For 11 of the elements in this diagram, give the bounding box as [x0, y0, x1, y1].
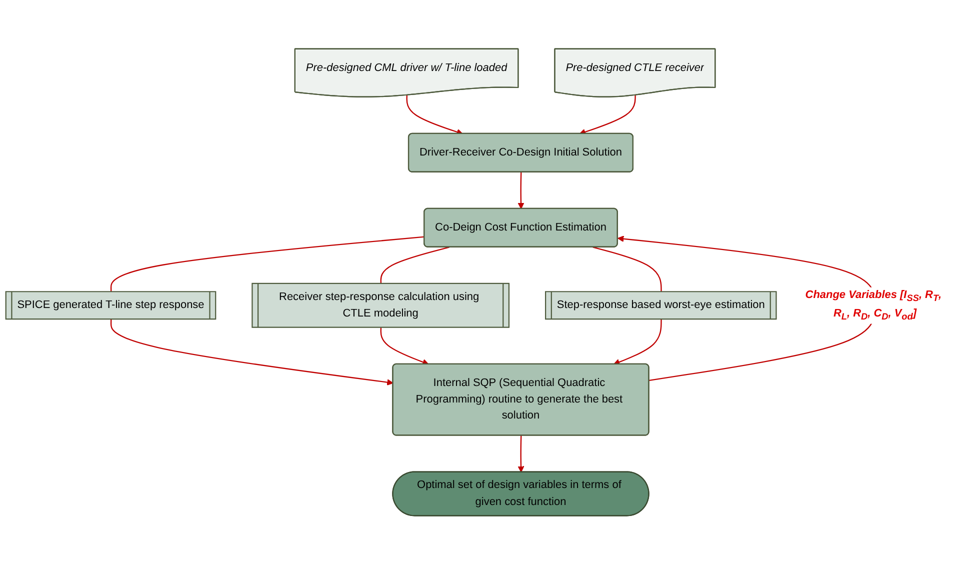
edge-label: Change Variables [I$_{SS}$, R$_{T}$, R$_{L}$, R$_{D}$, C$_{D}$, V$_{od}$]	[805, 288, 942, 322]
arrow	[380, 328, 429, 366]
arrow	[518, 172, 524, 210]
arrow	[579, 95, 636, 136]
arrow	[613, 320, 662, 366]
arrow	[110, 320, 394, 386]
arrow	[406, 95, 463, 136]
connector	[380, 246, 450, 284]
arrow	[518, 436, 524, 473]
connector	[592, 246, 662, 292]
connector	[110, 236, 424, 292]
